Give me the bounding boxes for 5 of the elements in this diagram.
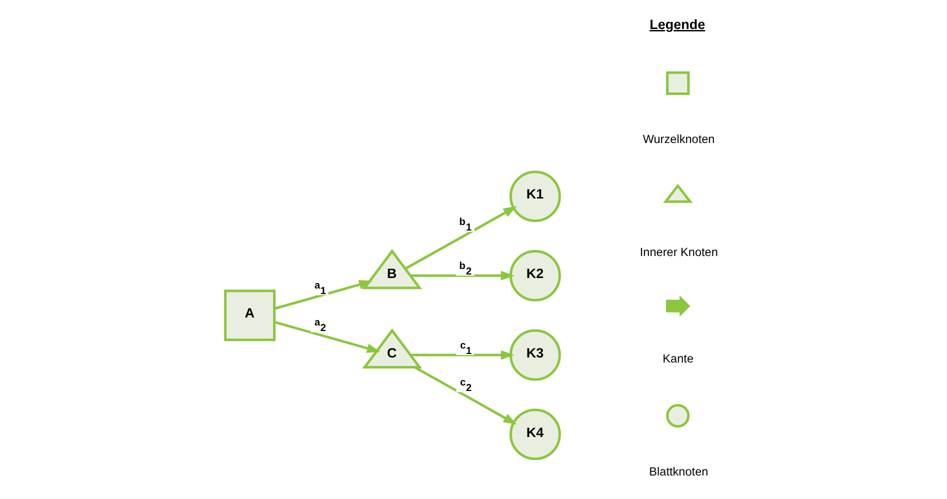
legend-label: Innerer Knoten [639, 245, 718, 259]
legend-label: Blattknoten [648, 464, 708, 478]
legend-label: Kante [662, 351, 694, 366]
legend-label: Wurzelknoten [642, 132, 714, 146]
label: Legende [649, 16, 705, 32]
